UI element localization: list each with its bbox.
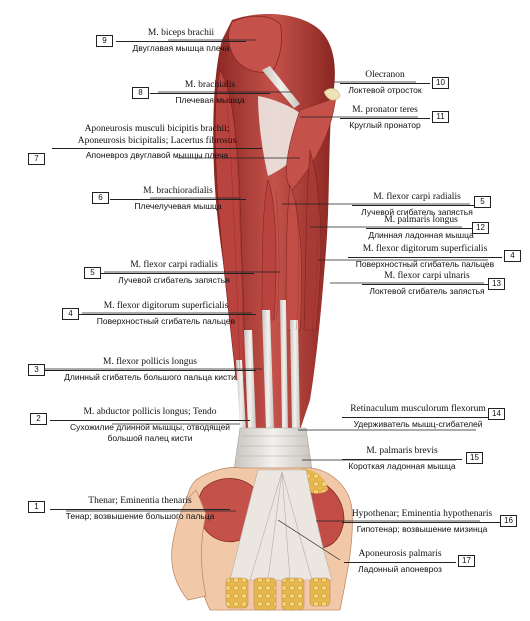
palmar-aponeurosis [229, 469, 333, 581]
biceps-tendon [262, 66, 300, 108]
label-num-2: 2 [30, 413, 47, 425]
label-abductor-pollicis-longus: M. abductor pollicis longus; Tendo Сухож… [50, 407, 250, 445]
label-num-4-left: 4 [62, 308, 79, 320]
label-num-13: 13 [488, 278, 505, 290]
label-num-10: 10 [432, 77, 449, 89]
label-palmar-aponeurosis: Aponeurosis palmaris Ладонный апоневроз [344, 549, 456, 575]
label-palmaris-longus: M. palmaris longus Длинная ладонная мышц… [366, 215, 476, 241]
label-num-1: 1 [28, 501, 45, 513]
label-olecranon: Olecranon Локтевой отросток [340, 70, 430, 96]
tendon-pl [280, 300, 288, 430]
label-num-9: 9 [96, 35, 113, 47]
label-num-14: 14 [488, 408, 505, 420]
label-hypothenar: Hypothenar; Eminentia hypothenaris Гипот… [342, 509, 502, 535]
label-num-12: 12 [472, 222, 489, 234]
leader-lines [42, 39, 488, 561]
finger-bases [225, 577, 331, 611]
label-flexor-carpi-radialis-right: M. flexor carpi radialis Лучевой сгибате… [352, 192, 482, 218]
label-num-7: 7 [28, 153, 45, 165]
tendon-apl [236, 360, 246, 430]
label-pronator-teres: M. pronator teres Круглый пронатор [340, 105, 430, 131]
label-num-4-right: 4 [504, 250, 521, 262]
label-brachioradialis: M. brachioradialis Плечелучевая мышца [110, 186, 246, 212]
pronator-teres-muscle [286, 95, 337, 191]
label-num-11: 11 [432, 111, 449, 123]
label-flexor-carpi-radialis-left: M. flexor carpi radialis Лучевой сгибате… [94, 260, 254, 286]
label-palmaris-brevis: M. palmaris brevis Короткая ладонная мыш… [342, 446, 462, 472]
tendon-fcr [262, 310, 274, 430]
label-thenar: Thenar; Eminentia thenaris Тенар; возвыш… [50, 496, 230, 522]
label-flexor-digitorum-right: M. flexor digitorum superficialis Поверх… [348, 244, 502, 270]
label-num-3: 3 [28, 364, 45, 376]
olecranon-bone [323, 88, 341, 101]
flexor-belly-3 [303, 149, 322, 331]
label-flexor-retinaculum: Retinaculum musculorum flexorum Удержива… [342, 404, 494, 430]
label-num-5-right: 5 [474, 196, 491, 208]
label-bicipital-aponeurosis: Aponeurosis musculi bicipitis brachii; A… [52, 124, 262, 162]
thumb [171, 489, 207, 601]
label-brachialis: M. brachialis Плечевая мышца [150, 80, 270, 106]
label-flexor-carpi-ulnaris: M. flexor carpi ulnaris Локтевой сгибате… [362, 271, 492, 297]
label-num-6: 6 [92, 192, 109, 204]
label-num-16: 16 [500, 515, 517, 527]
label-num-8: 8 [132, 87, 149, 99]
label-flexor-pollicis-longus: M. flexor pollicis longus Длинный сгибат… [44, 357, 256, 383]
label-flexor-digitorum-left: M. flexor digitorum superficialis Поверх… [76, 301, 256, 327]
label-num-15: 15 [466, 452, 483, 464]
label-num-5-left: 5 [84, 267, 101, 279]
tendon-fpl [244, 330, 256, 430]
label-num-17: 17 [458, 555, 475, 567]
tendon-fds [290, 320, 300, 430]
label-biceps-brachii: M. biceps brachii Двуглавая мышца плеча [116, 28, 246, 54]
